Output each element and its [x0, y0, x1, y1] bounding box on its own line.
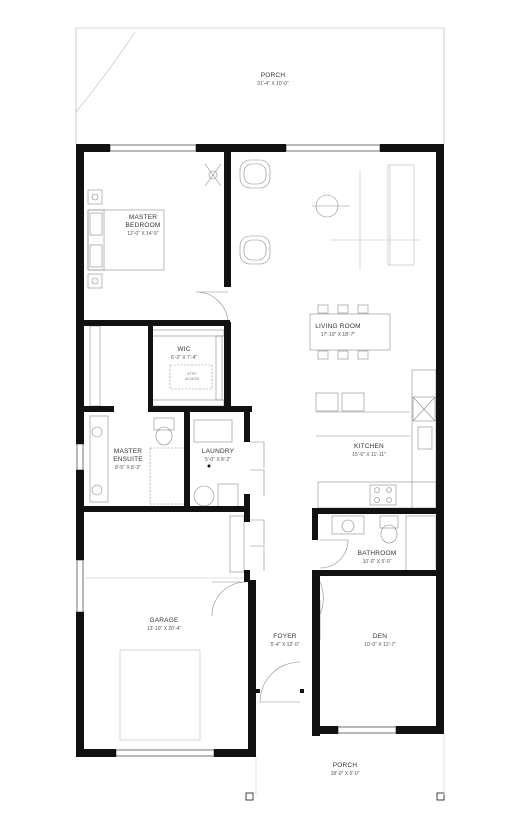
room-dims: 18'-0" X 5'-0" [330, 771, 360, 777]
room-name-line1: MASTER [128, 214, 158, 221]
armchair-top [239, 159, 271, 189]
room-dims: 5'-4" X 12'-0" [270, 642, 300, 648]
nightstand-top [87, 189, 103, 205]
ensuite-sink-1 [91, 426, 103, 438]
room-name-line1: MASTER [113, 448, 143, 455]
room-dims: 8'-5" X 8'-2" [114, 465, 142, 471]
windows [76, 144, 397, 757]
room-dims: 5'-0" X 8'-2" [204, 457, 232, 463]
garage-label: GARAGE 13'-10" X 20'-4" [147, 617, 181, 633]
kitchen-sink [417, 426, 433, 450]
room-name: LAUNDRY [201, 448, 235, 455]
master-bedroom-label: MASTER BEDROOM 12'-0" X 14'-5" [126, 214, 161, 238]
bathroom-toilet [379, 515, 399, 529]
room-name-line2: ENSUITE [113, 456, 143, 463]
laundry-label: LAUNDRY 5'-0" X 8'-2" [202, 448, 234, 464]
wic-label: WIC 6'-2" X 7'-4" [171, 346, 197, 362]
attic-access-hatch [169, 364, 213, 390]
room-dims: 13'-10" X 20'-4" [146, 626, 182, 632]
room-name: LIVING ROOM [315, 323, 361, 330]
room-dims: 17'-10" X 18'-7" [320, 332, 356, 338]
kitchen-label: KITCHEN 15'-6" X 11'-11" [352, 443, 386, 459]
bathroom-label: BATHROOM 10'-0" X 5'-0" [358, 550, 397, 566]
living-room-label: LIVING ROOM 17'-10" X 18'-7" [315, 323, 361, 339]
room-dims: 10'-0" X 5'-0" [362, 559, 392, 565]
room-dims: 6'-2" X 7'-4" [170, 355, 198, 361]
room-name: KITCHEN [354, 443, 384, 450]
porch-bottom-label: PORCH 18'-0" X 5'-0" [331, 762, 360, 778]
garage-car-outline [119, 649, 201, 741]
ensuite-shower [149, 447, 187, 505]
bathroom-sink [341, 519, 355, 533]
ensuite-toilet [153, 417, 175, 431]
porch-top-label: PORCH 31'-4" X 10'-0" [257, 72, 289, 88]
room-name: WIC [177, 346, 191, 353]
master-ensuite-label: MASTER ENSUITE 8'-5" X 8'-2" [113, 448, 143, 472]
room-name: PORCH [332, 762, 358, 769]
attic-line2: ACCESS [184, 377, 200, 381]
room-name: FOYER [273, 633, 297, 640]
washer [193, 485, 215, 507]
fridge [412, 396, 436, 422]
bathtub [405, 515, 437, 573]
attic-line1: ATTIC [187, 372, 197, 376]
walls [76, 144, 444, 757]
nightstand-bottom [87, 273, 103, 289]
bedroom-door-swing [195, 291, 229, 323]
room-name: PORCH [260, 72, 286, 79]
porch-posts [245, 792, 445, 801]
room-name: DEN [372, 633, 388, 640]
room-name: BATHROOM [357, 550, 397, 557]
room-dims: 15'-6" X 11'-11" [352, 452, 386, 458]
armchair-bottom [239, 235, 271, 265]
ceiling-fan-icon [204, 163, 222, 187]
room-name: GARAGE [149, 617, 179, 624]
stove [369, 484, 397, 506]
ensuite-sink-2 [91, 484, 103, 496]
room-name-line2: BEDROOM [125, 222, 161, 229]
porch-top-outline [75, 27, 445, 144]
laundry-tub [193, 419, 233, 443]
room-dims: 10'-0" X 12'-7" [364, 642, 396, 648]
foyer-label: FOYER 5'-4" X 12'-0" [271, 633, 300, 649]
attic-access-label: ATTIC ACCESS [185, 372, 199, 382]
room-dims: 12'-0" X 14'-5" [127, 231, 159, 237]
den-label: DEN 10'-0" X 12'-7" [364, 633, 396, 649]
dining-table [309, 313, 391, 351]
room-dims: 31'-4" X 10'-0" [257, 81, 289, 87]
